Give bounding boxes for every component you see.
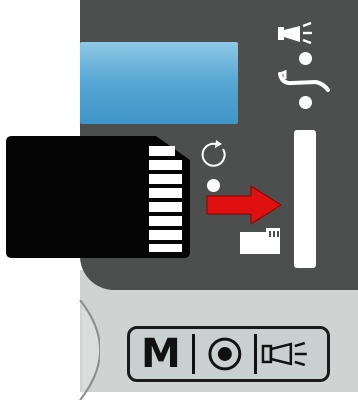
arrow-right-icon — [205, 184, 283, 226]
sd-card-icon — [238, 226, 282, 256]
wrench-icon — [276, 70, 336, 94]
mode-label: M — [127, 326, 330, 382]
horn-icon — [276, 18, 328, 48]
record-icon — [195, 334, 255, 374]
card-slot[interactable] — [294, 130, 316, 268]
lcd-display — [80, 42, 238, 124]
refresh-icon — [196, 138, 230, 172]
dial-knob — [20, 300, 100, 400]
horn-led — [299, 52, 312, 65]
wrench-led — [299, 96, 312, 109]
horn-icon — [257, 334, 327, 374]
mode-letter: M — [130, 334, 192, 374]
sd-card[interactable] — [4, 134, 192, 260]
